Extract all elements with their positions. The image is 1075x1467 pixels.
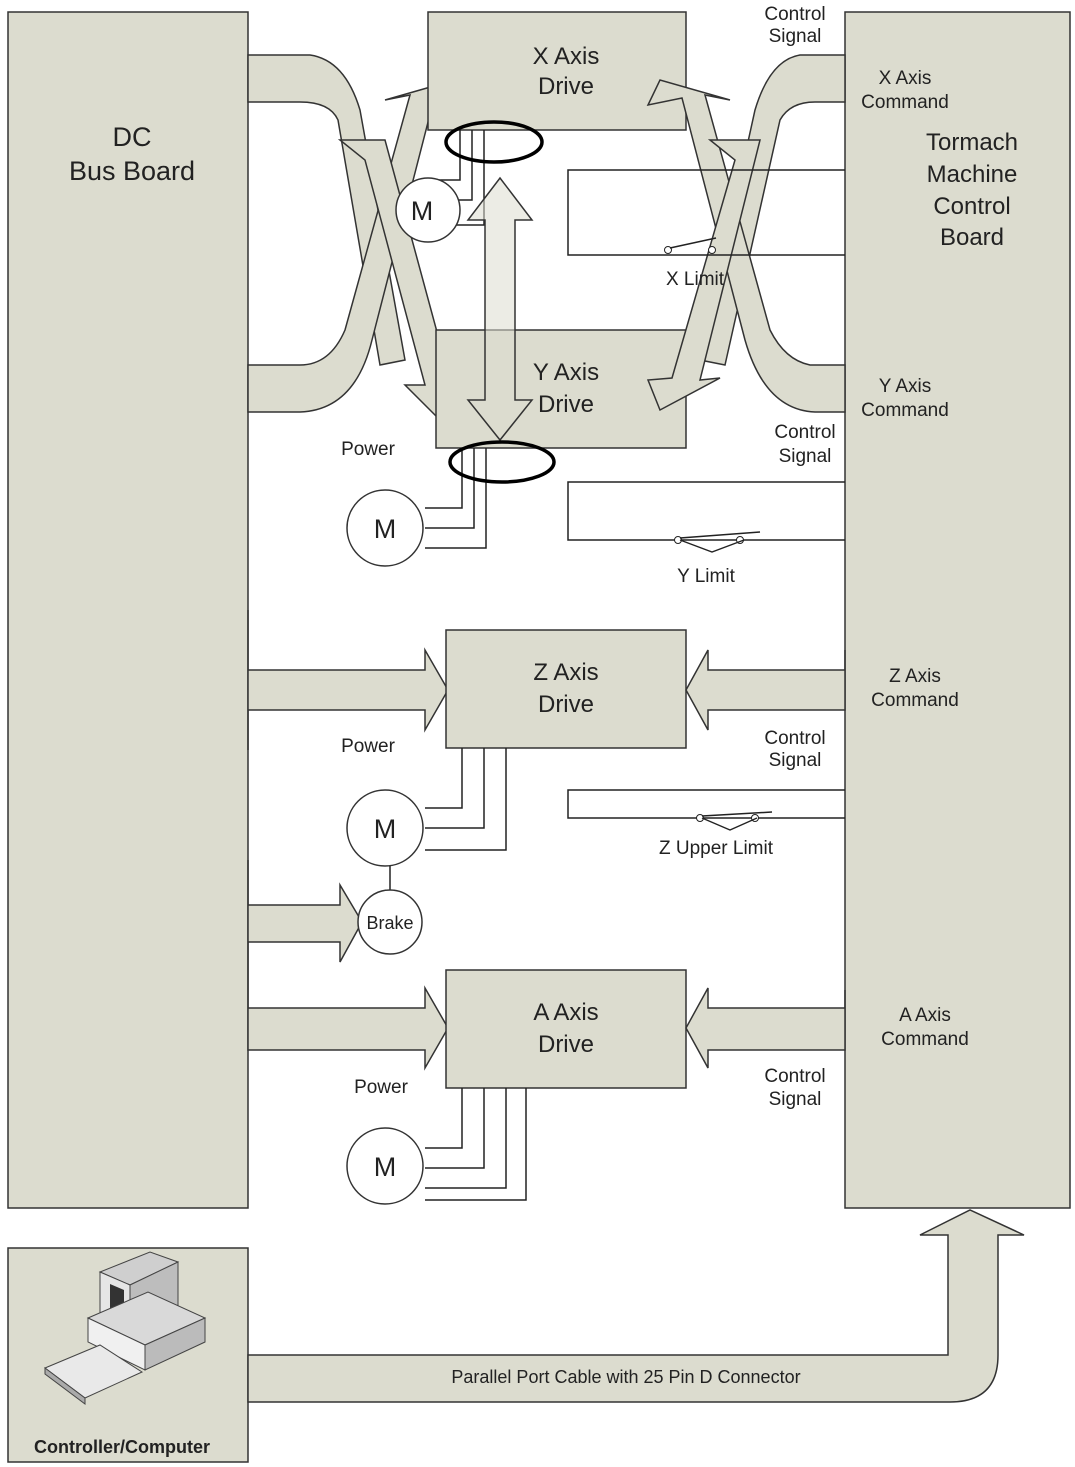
cable-label: Parallel Port Cable with 25 Pin D Connec… (451, 1367, 800, 1387)
y-command-band-arrow (646, 139, 761, 412)
x-limit-switch (664, 237, 717, 254)
x-drive-label-2: Drive (538, 73, 594, 100)
swap-arrow (466, 176, 534, 442)
a-command-label-1: A Axis (899, 1005, 951, 1026)
x-command-label-2: Command (861, 92, 949, 113)
z-motor-wire-2 (425, 748, 485, 829)
x-control-signal-2: Signal (769, 26, 822, 47)
y-limit-loop (567, 481, 845, 541)
z-power-band (247, 610, 449, 750)
a-motor-wire-2 (425, 1088, 485, 1169)
y-drive-label-2: Drive (538, 391, 594, 418)
x-motor-wire-2 (455, 130, 473, 201)
x-motor-label: M (411, 196, 434, 226)
a-motor-wire-4 (425, 1088, 527, 1201)
z-command-label-2: Command (871, 690, 959, 711)
control-board-title-2: Machine (927, 161, 1018, 188)
y-limit-switch (674, 531, 761, 553)
control-board (844, 11, 1071, 1209)
a-power-band (247, 985, 449, 1071)
y-motor (346, 489, 424, 567)
x-motor (395, 177, 461, 243)
z-motor-wire-1 (425, 748, 463, 809)
a-axis-drive (445, 969, 687, 1089)
control-board-title-3: Control (933, 193, 1010, 220)
x-power-band-upper (247, 54, 406, 366)
a-control-signal-1: Control (764, 1066, 825, 1087)
a-command-label-2: Command (881, 1029, 969, 1050)
a-motor (346, 1127, 424, 1205)
y-limit-label: Y Limit (677, 566, 735, 587)
brake (357, 889, 423, 955)
x-axis-drive (427, 11, 687, 131)
brake-label: Brake (366, 913, 413, 933)
x-limit-loop (567, 169, 845, 256)
y-drive-label-1: Y Axis (533, 359, 599, 386)
brake-power-band (247, 860, 363, 985)
z-command-band (685, 649, 846, 731)
y-power-label: Power (341, 439, 396, 460)
dc-bus-board-title-1: DC (113, 122, 152, 152)
y-command-band (646, 79, 846, 413)
y-connector-highlight (448, 440, 556, 484)
control-board-title-1: Tormach (926, 129, 1018, 156)
z-power-label: Power (341, 736, 396, 757)
y-command-label-2: Command (861, 400, 949, 421)
x-command-label-1: X Axis (879, 68, 932, 89)
parallel-port-cable (247, 1209, 1025, 1403)
z-control-signal-1: Control (764, 728, 825, 749)
dc-bus-board-title-2: Bus Board (69, 156, 195, 186)
computer-icon (44, 1251, 207, 1405)
a-motor-wire-1 (425, 1088, 463, 1149)
z-drive-label-2: Drive (538, 691, 594, 718)
dc-bus-board (7, 11, 249, 1209)
a-motor-wire-3 (425, 1088, 507, 1189)
a-drive-label-1: A Axis (533, 999, 598, 1026)
y-control-signal-2: Signal (779, 446, 832, 467)
a-control-signal-2: Signal (769, 1089, 822, 1110)
x-control-signal-1: Control (764, 4, 825, 25)
x-limit-label: X Limit (666, 269, 725, 290)
y-motor-wire-1 (425, 448, 463, 509)
y-motor-wire-3 (425, 448, 487, 549)
z-motor-wire-3 (425, 748, 507, 851)
a-motor-label: M (374, 1152, 397, 1182)
z-motor-label: M (374, 814, 397, 844)
z-limit-switch (696, 811, 773, 831)
z-drive-label-1: Z Axis (533, 659, 598, 686)
a-drive-label-2: Drive (538, 1031, 594, 1058)
x-connector-highlight (444, 120, 544, 164)
z-limit-loop (567, 789, 845, 819)
z-control-signal-2: Signal (769, 750, 822, 771)
z-axis-drive (445, 629, 687, 749)
y-motor-wire-2 (425, 448, 475, 529)
y-motor-label: M (374, 514, 397, 544)
z-limit-label: Z Upper Limit (659, 838, 774, 859)
a-command-band (685, 987, 846, 1069)
y-control-signal-1: Control (774, 422, 835, 443)
y-axis-drive (435, 329, 687, 449)
x-drive-label-1: X Axis (533, 43, 600, 70)
z-command-label-1: Z Axis (889, 666, 941, 687)
a-power-label: Power (354, 1077, 409, 1098)
control-board-title-4: Board (940, 224, 1004, 251)
y-command-label-1: Y Axis (879, 376, 931, 397)
z-motor (346, 789, 424, 867)
controller-label: Controller/Computer (34, 1437, 210, 1457)
